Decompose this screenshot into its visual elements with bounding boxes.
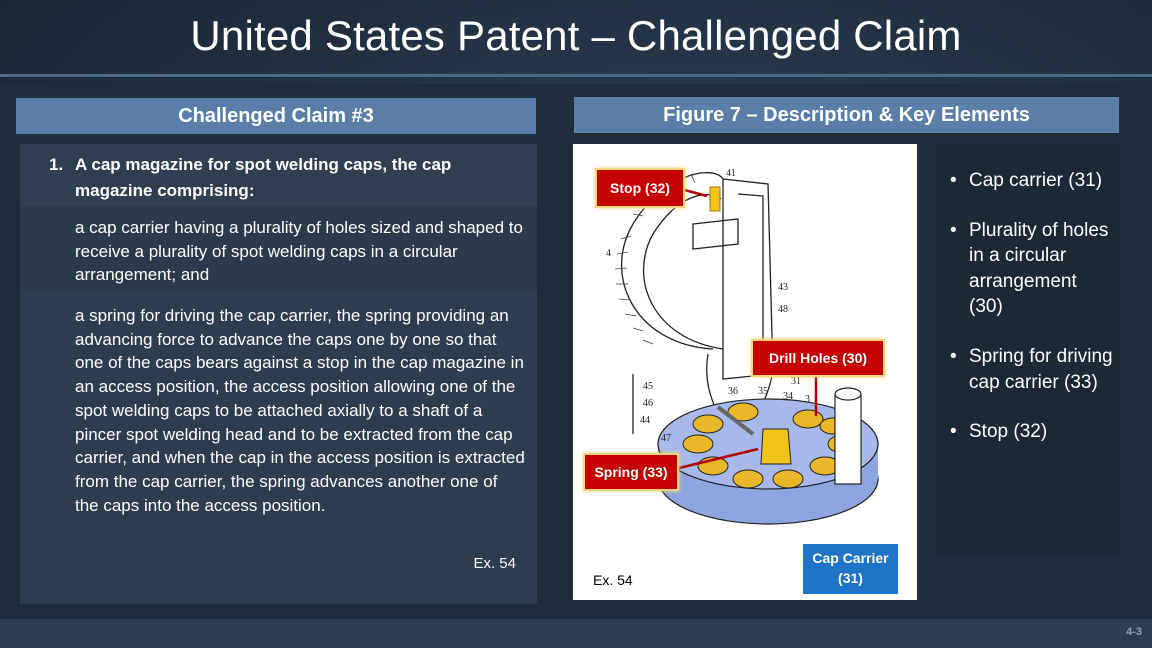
key-element-text: Cap carrier (31) <box>969 170 1103 191</box>
claim-paragraph-2-background <box>20 292 537 604</box>
figure-header: Figure 7 – Description & Key Elements <box>574 97 1119 133</box>
drawing-ref-43: 43 <box>778 282 788 293</box>
spring-coil <box>716 405 755 436</box>
drawing-ref-47: 47 <box>661 433 671 444</box>
claim-exhibit-label: Ex. 54 <box>473 555 516 572</box>
drawing-ref-3: 3 <box>805 394 810 405</box>
bullet-icon: • <box>950 345 957 367</box>
drawing-ref-4: 4 <box>606 248 611 259</box>
drawing-ref-45: 45 <box>643 381 653 392</box>
claim-lead-text: A cap magazine for spot welding caps, th… <box>75 155 452 200</box>
drawing-ref-41: 41 <box>726 168 736 179</box>
page-number: 4-3 <box>1126 626 1142 638</box>
key-elements-list: • Cap carrier (31) • Plurality of holes … <box>950 168 1115 469</box>
drawing-ref-44: 44 <box>640 415 650 426</box>
key-element-item: • Plurality of holes in a circular arran… <box>950 218 1115 320</box>
drawing-bracket <box>692 218 739 250</box>
claim-paragraph-cap-carrier: a cap carrier having a plurality of hole… <box>75 218 523 285</box>
patent-figure-7: 41 4 43 48 31 35 34 36 3 45 46 44 47 Sto… <box>573 144 917 600</box>
callout-cap-carrier: Cap Carrier (31) <box>803 544 898 594</box>
claim-number: 1. <box>49 155 64 174</box>
claim-paragraph-spring: a spring for driving the cap carrier, th… <box>75 306 525 515</box>
cap-highlight <box>760 428 792 465</box>
shaft <box>834 393 862 485</box>
key-element-item: • Spring for driving cap carrier (33) <box>950 344 1115 395</box>
bullet-icon: • <box>950 421 957 443</box>
title-divider <box>0 74 1152 77</box>
stop-highlight <box>709 186 721 212</box>
callout-cap-carrier-line1: Cap Carrier <box>812 550 889 566</box>
key-elements-panel <box>936 144 1119 556</box>
title-bar: United States Patent – Challenged Claim <box>0 0 1152 78</box>
callout-cap-carrier-line2: (31) <box>838 570 863 586</box>
callout-stop: Stop (32) <box>595 168 685 208</box>
callout-spring: Spring (33) <box>583 453 679 491</box>
drawing-arm-detail <box>737 193 764 354</box>
spring-arrow <box>674 447 759 471</box>
drawing-ref-36: 36 <box>728 386 738 397</box>
drawing-ref-31: 31 <box>791 376 801 387</box>
key-element-text: Stop (32) <box>969 421 1048 443</box>
patent-drawing: 41 4 43 48 31 35 34 36 3 45 46 44 47 <box>606 168 879 525</box>
key-element-text: Plurality of holes in a circular arrange… <box>969 219 1109 318</box>
claim-lead-block: 1. A cap magazine for spot welding caps,… <box>20 144 537 206</box>
drawing-ring-outer <box>620 172 724 350</box>
bullet-icon: • <box>950 170 957 191</box>
drawing-ring-inner <box>643 193 724 350</box>
footer-band <box>0 619 1152 648</box>
drawing-ref-34: 34 <box>783 391 793 402</box>
slide-title: United States Patent – Challenged Claim <box>190 12 962 59</box>
figure-exhibit-label: Ex. 54 <box>593 572 633 588</box>
key-element-item: • Cap carrier (31) <box>950 168 1115 194</box>
drawing-ref-46: 46 <box>643 398 653 409</box>
drawing-ref-35: 35 <box>758 386 768 397</box>
key-element-item: • Stop (32) <box>950 419 1115 445</box>
challenged-claim-header: Challenged Claim #3 <box>16 98 536 134</box>
callout-drill-holes: Drill Holes (30) <box>751 339 885 377</box>
bullet-icon: • <box>950 219 957 241</box>
key-element-text: Spring for driving cap carrier (33) <box>969 345 1113 393</box>
drawing-ref-48: 48 <box>778 304 788 315</box>
stop-arrow <box>680 187 708 198</box>
